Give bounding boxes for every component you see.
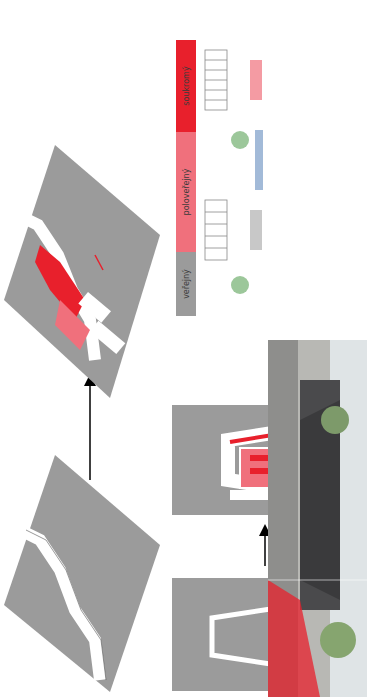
legend-swatch: veřejný: [176, 252, 196, 316]
legend-label: soukromý: [182, 66, 191, 105]
legend-bar: veřejný poloveřejný soukromý: [176, 40, 196, 316]
legend-label: veřejný: [182, 269, 191, 299]
legend-swatch: soukromý: [176, 40, 196, 132]
legend-swatch: poloveřejný: [176, 132, 196, 252]
legend-label: poloveřejný: [182, 169, 191, 216]
